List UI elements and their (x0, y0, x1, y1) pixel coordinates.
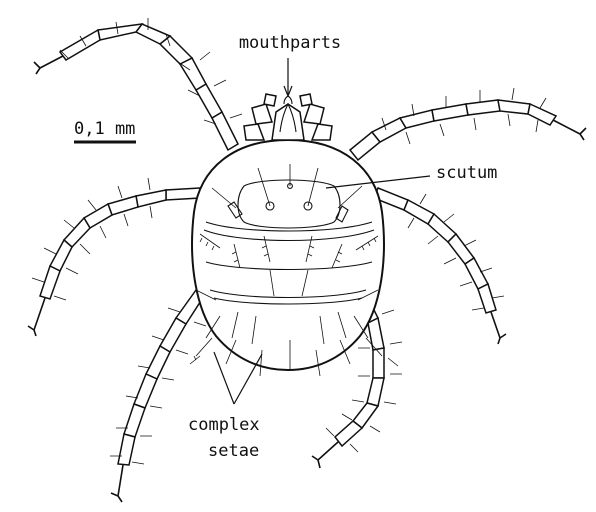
leg-front-right (350, 100, 586, 160)
label-mouthparts: mouthparts (239, 33, 341, 53)
idiosoma-outline (192, 140, 384, 370)
leg-second-right (374, 188, 506, 344)
leg-third-left (111, 290, 204, 502)
leg-second-left (28, 188, 200, 336)
label-scutum: scutum (436, 163, 497, 183)
gnathosoma (244, 94, 332, 140)
label-setae: setae (208, 441, 259, 461)
leg-front-left (34, 24, 238, 150)
label-scale: 0,1 mm (74, 119, 135, 139)
mite-body (192, 140, 384, 370)
label-complex: complex (188, 415, 260, 435)
complex-setae-pointer-left (214, 352, 234, 404)
